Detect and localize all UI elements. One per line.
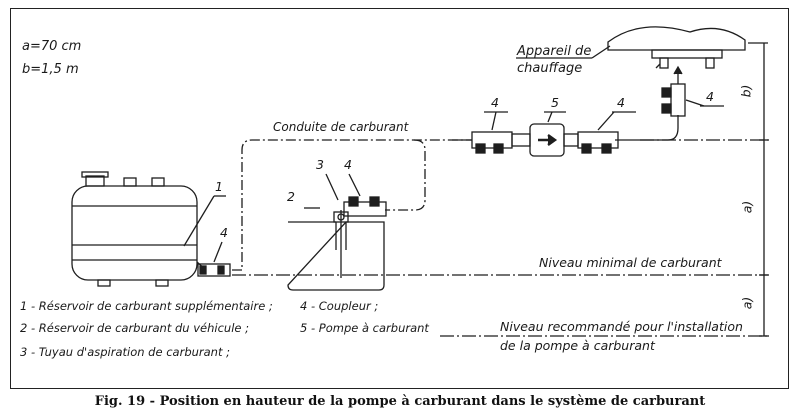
- heater-label-line2: chauffage: [517, 61, 583, 76]
- conduit-label: Conduite de carburant: [273, 120, 409, 134]
- supplementary-tank: [71, 171, 207, 287]
- recommended-level-label-line1: Niveau recommandé pour l'installation: [500, 319, 743, 334]
- callout-5: 5: [551, 95, 559, 110]
- callout-4-left: 4: [491, 95, 499, 110]
- fuel-pump: [511, 123, 579, 157]
- dim-a-upper-label: a): [739, 200, 755, 214]
- leader-4-heater: [685, 99, 705, 107]
- dim-a-lower-label: a): [739, 296, 755, 310]
- callout-3: 3: [316, 157, 324, 172]
- legend-item-4: 4 - Coupleur ;: [300, 299, 379, 313]
- coupler-left: [452, 131, 513, 154]
- callout-1: 1: [215, 179, 223, 194]
- leader-4-tank: [213, 241, 223, 263]
- min-level-label: Niveau minimal de carburant: [539, 255, 722, 270]
- callout-4-right: 4: [617, 95, 625, 110]
- figure-caption: Fig. 19 - Position en hauteur de la pomp…: [94, 394, 706, 409]
- fuel-system-diagram: [71, 26, 769, 337]
- coupler-tank: [197, 263, 231, 277]
- vehicle-tank: [287, 210, 385, 291]
- figure-frame: [10, 8, 789, 389]
- coupler-right: [577, 131, 619, 154]
- fuel-conduit: [232, 139, 472, 271]
- leader-heater: [591, 45, 611, 59]
- legend-item-5: 5 - Pompe à carburant: [300, 321, 429, 335]
- coupler-aux: [343, 196, 387, 217]
- legend-item-2: 2 - Réservoir de carburant du véhicule ;: [20, 321, 250, 335]
- dimension-b: b=1,5 m: [22, 62, 79, 77]
- leader-1: [183, 195, 215, 247]
- dimension-a: a=70 cm: [22, 39, 82, 54]
- legend-item-1: 1 - Réservoir de carburant supplémentair…: [20, 299, 273, 313]
- callout-4-heater: 4: [706, 89, 714, 104]
- heater-label-line1: Appareil de: [517, 44, 592, 59]
- heater: [607, 26, 746, 69]
- leader-4-left: [491, 111, 497, 131]
- leader-3: [325, 173, 339, 201]
- legend-item-3: 3 - Tuyau d'aspiration de carburant ;: [20, 345, 231, 359]
- coupler-heater: [661, 65, 686, 117]
- recommended-level-label-line2: de la pompe à carburant: [500, 338, 655, 353]
- leader-5: [547, 111, 553, 123]
- leader-4-right: [597, 111, 615, 131]
- dim-b-label: b): [738, 84, 754, 98]
- leader-4-aux: [348, 173, 361, 197]
- callout-2: 2: [287, 189, 295, 204]
- callout-4-aux: 4: [344, 157, 352, 172]
- callout-4-tank: 4: [220, 225, 228, 240]
